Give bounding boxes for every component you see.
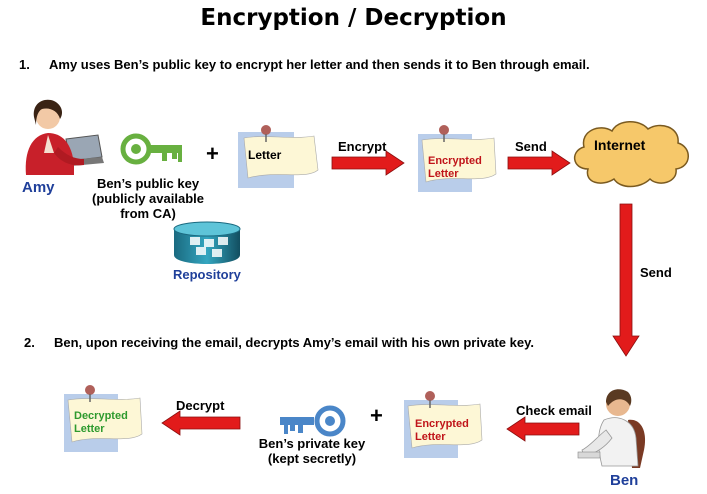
encrypt-arrow <box>331 150 405 176</box>
decrypted-letter-line-2: Letter <box>74 423 105 435</box>
diagram-title: Encryption / Decryption <box>200 5 507 31</box>
public-key-line-1: Ben’s public key <box>96 176 200 191</box>
step-2-number: 2. <box>24 335 35 350</box>
plus-sign-1: + <box>206 141 219 166</box>
encrypted-letter-2-icon <box>404 391 483 458</box>
send-arrow <box>507 150 571 176</box>
plus-sign-2: + <box>370 403 383 428</box>
public-key-icon <box>120 133 182 165</box>
repository-database-icon <box>173 221 241 264</box>
decrypted-letter-label: Decrypted Letter <box>74 410 128 436</box>
letter-note-icon <box>238 125 319 188</box>
step-1-text: Amy uses Ben’s public key to encrypt her… <box>49 57 590 72</box>
decrypt-arrow-label: Decrypt <box>176 398 225 413</box>
encrypted-letter-1-line-1: Encrypted <box>428 155 482 167</box>
step-1: 1. Amy uses Ben’s public key to encrypt h… <box>19 57 590 72</box>
private-key-icon <box>280 405 346 437</box>
internet-label: Internet <box>594 137 646 153</box>
public-key-label: Ben’s public key (publicly available fro… <box>88 176 208 221</box>
public-key-line-3: from CA) <box>120 206 176 221</box>
encrypted-letter-2-label: Encrypted Letter <box>415 418 469 444</box>
step-1-number: 1. <box>19 57 30 72</box>
decrypted-letter-line-1: Decrypted <box>74 410 128 422</box>
private-key-line-1: Ben’s private key <box>258 436 366 451</box>
encrypted-letter-2-line-2: Letter <box>415 431 446 443</box>
letter-label: Letter <box>248 148 282 162</box>
encrypted-letter-1-label: Encrypted Letter <box>428 155 482 181</box>
encrypted-letter-1-icon <box>418 125 497 192</box>
encrypt-arrow-label: Encrypt <box>338 139 387 154</box>
amy-person-icon <box>25 99 104 175</box>
amy-label: Amy <box>22 179 55 196</box>
send-down-arrow <box>612 203 640 357</box>
private-key-label: Ben’s private key (kept secretly) <box>250 436 374 466</box>
send-arrow-label: Send <box>515 139 547 154</box>
encrypted-letter-1-line-2: Letter <box>428 168 459 180</box>
decrypt-arrow <box>161 410 241 436</box>
internet-cloud-icon <box>574 121 689 188</box>
encrypted-letter-2-line-1: Encrypted <box>415 418 469 430</box>
step-2-text: Ben, upon receiving the email, decrypts … <box>54 335 534 350</box>
send-down-arrow-label: Send <box>640 265 672 280</box>
repository-label: Repository <box>173 267 241 282</box>
public-key-line-2: (publicly available <box>92 191 204 206</box>
check-email-arrow <box>506 416 580 442</box>
private-key-line-2: (kept secretly) <box>267 451 357 466</box>
ben-person-icon <box>577 389 646 468</box>
ben-label: Ben <box>610 472 639 489</box>
step-2: 2. Ben, upon receiving the email, decrypt… <box>24 335 534 350</box>
decrypted-letter-icon <box>64 385 143 452</box>
check-email-arrow-label: Check email <box>516 403 592 418</box>
